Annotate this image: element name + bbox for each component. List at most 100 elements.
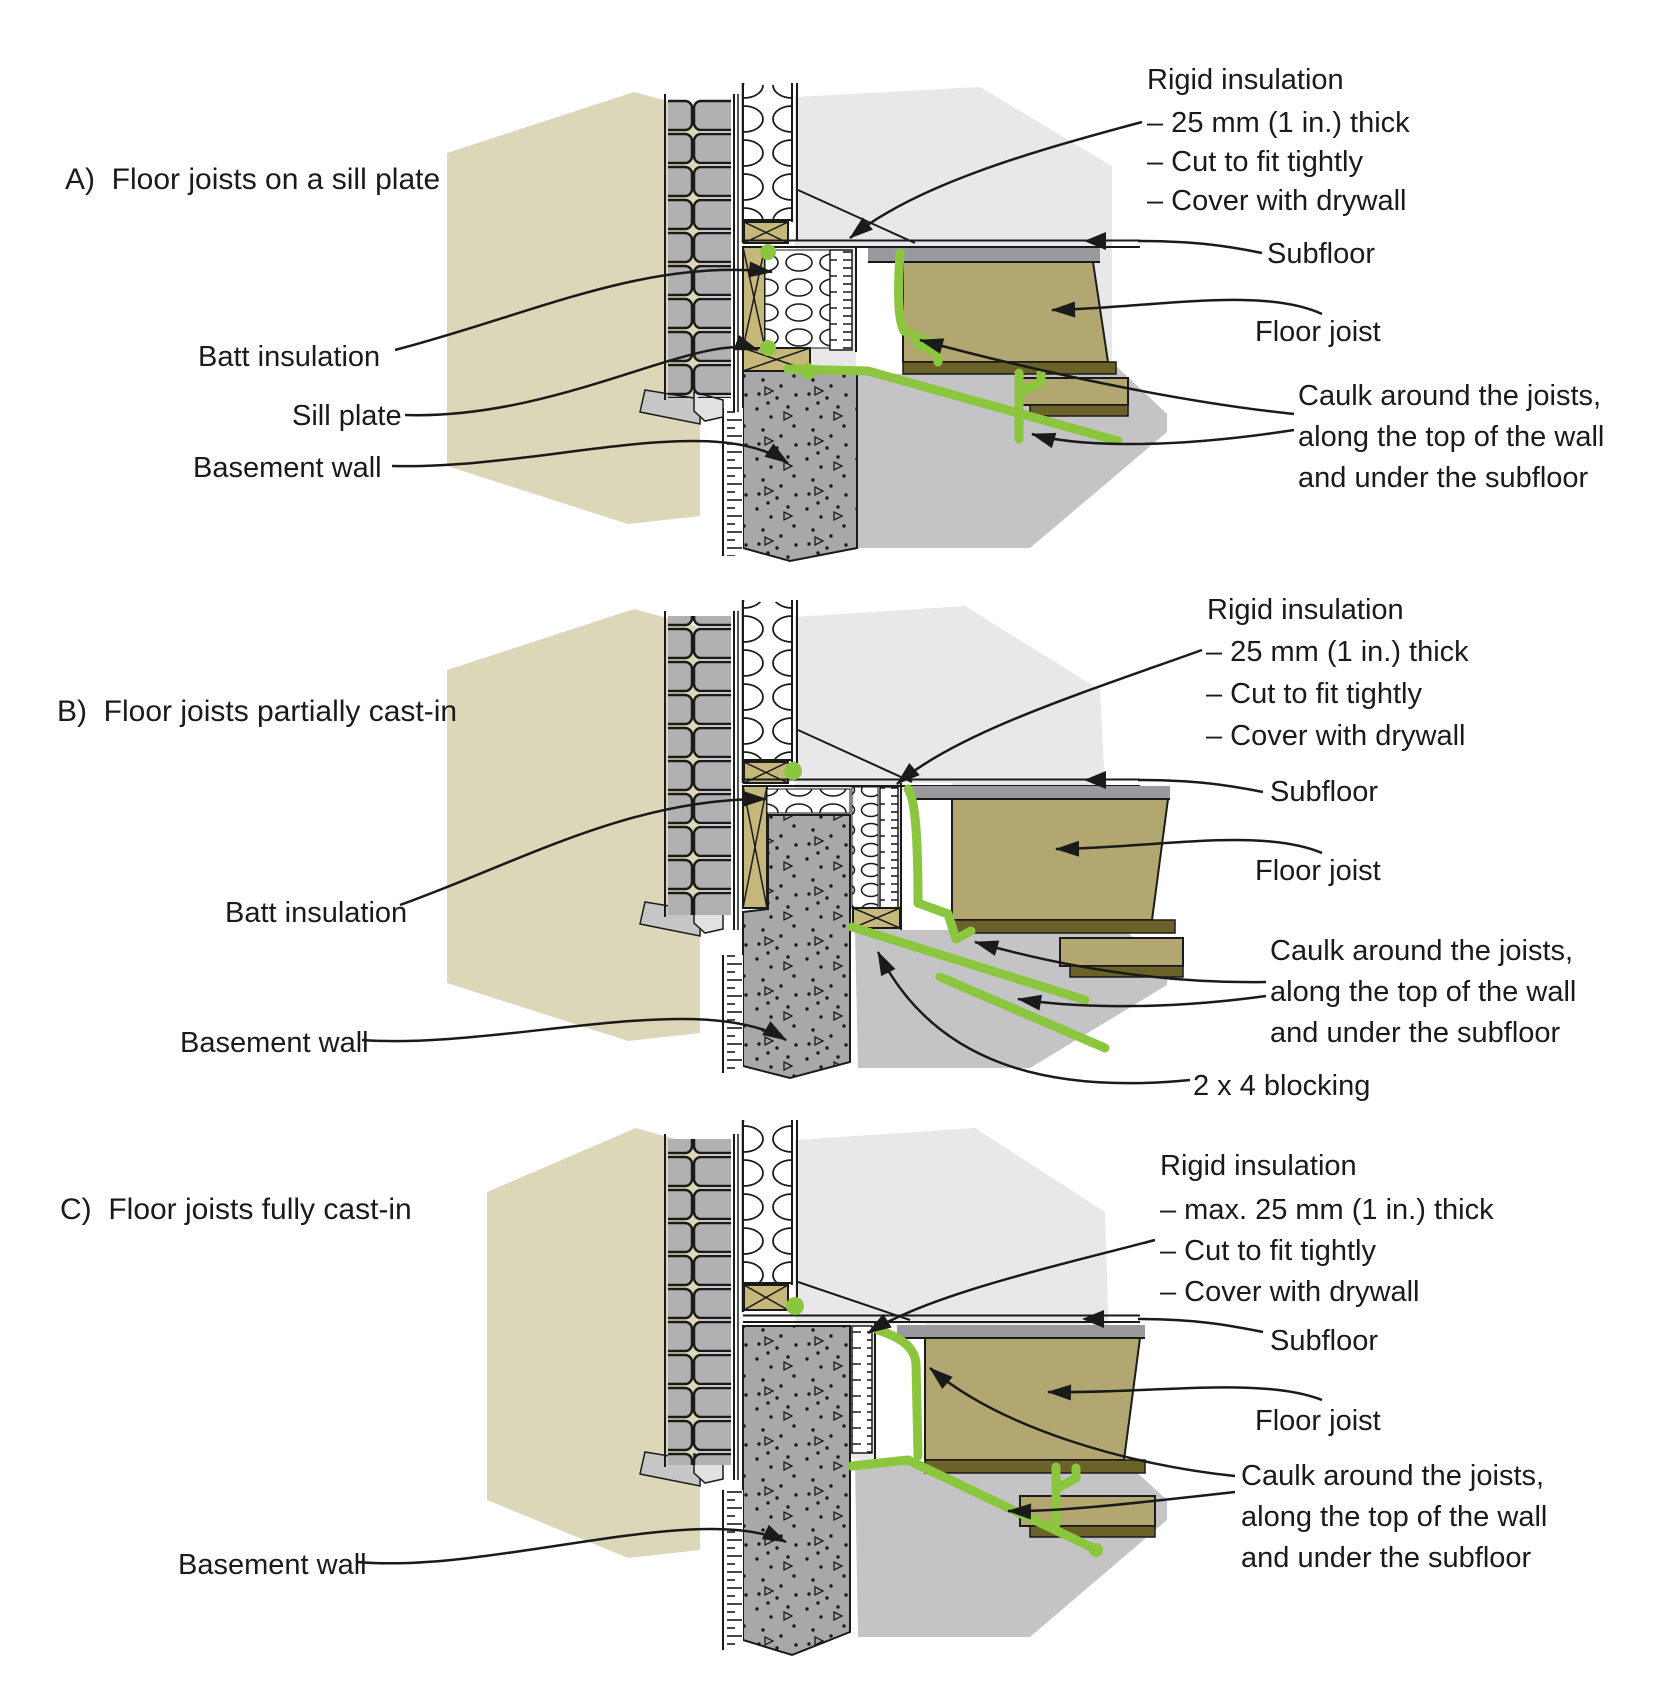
subfloor-leader [1137, 1317, 1264, 1334]
panel-c-caulk-note-2: along the top of the wall [1241, 1501, 1548, 1533]
interior-dark-shape [855, 1450, 1167, 1637]
leader-lines [391, 120, 1323, 468]
panel-a-caulk-note-1: Caulk around the joists, [1298, 380, 1602, 412]
subfloor-sheet [897, 1325, 1145, 1338]
panel-a-basement-wall-label: Basement wall [193, 452, 382, 484]
step-flashing [693, 391, 724, 422]
basement-wall-concrete [742, 814, 851, 1080]
rim-batt-insulation [764, 249, 831, 349]
panel-b-caulk-note-1: Caulk around the joists, [1270, 935, 1574, 967]
floor-joist-shape [924, 1337, 1142, 1461]
panel-b-title: B) Floor joists partially cast-in [57, 695, 458, 728]
ceiling-cut-line [797, 1281, 911, 1321]
leader-lines [357, 1238, 1323, 1565]
subfloor-arrow [1084, 771, 1106, 789]
subfloor-sheet [910, 786, 1170, 799]
panel-a-diagram [391, 83, 1323, 563]
leader-lines [361, 648, 1323, 1085]
panel-b-rigid-point-3: – Cover with drywall [1206, 720, 1466, 752]
panel-a-batt-insulation-label: Batt insulation [198, 341, 381, 373]
batt-insulation-leader [394, 261, 773, 352]
panel-b-batt-insulation-label: Batt insulation [225, 897, 408, 929]
wall-batt-insulation [744, 1122, 792, 1285]
subfloor-sheet [868, 248, 1100, 262]
panel-b-rigid-point-2: – Cut to fit tightly [1206, 678, 1422, 710]
parging-strip [723, 955, 743, 1073]
panel-c-caulk-note-3: and under the subfloor [1241, 1542, 1532, 1574]
panel-b-blocking-label: 2 x 4 blocking [1193, 1070, 1371, 1102]
panel-c-rigid-point-1: – max. 25 mm (1 in.) thick [1160, 1194, 1494, 1226]
rim-batt-insulation [851, 786, 879, 909]
rim-joist [742, 246, 766, 349]
panel-c-rigid-point-3: – Cover with drywall [1160, 1276, 1420, 1308]
ceiling-cut-line [797, 729, 913, 783]
parging-strip [723, 408, 743, 556]
panel-a-sill-plate-label: Sill plate [292, 400, 402, 432]
panel-b-rigid-point-1: – 25 mm (1 in.) thick [1206, 636, 1469, 668]
basement-wall-concrete [742, 1325, 851, 1657]
panel-c-floor-joist-label: Floor joist [1255, 1405, 1381, 1437]
sill-plate-leader [404, 334, 759, 417]
panel-b-rigid-insulation-title: Rigid insulation [1207, 594, 1404, 626]
brick-siding [668, 616, 731, 915]
blocking-leader [876, 951, 1191, 1085]
subfloor-leader [1137, 239, 1263, 255]
rigid-insulation-leader [896, 648, 1203, 785]
caulk-leader-2 [1017, 994, 1267, 1011]
panel-c-diagram [357, 1120, 1323, 1657]
panel-b-floor-joist-label: Floor joist [1255, 855, 1381, 887]
floor-joist-leader [1051, 298, 1323, 318]
panel-a-caulk-note-2: along the top of the wall [1298, 421, 1605, 453]
caulk-leader-1 [919, 338, 1295, 416]
panel-a-caulk-note-3: and under the subfloor [1298, 462, 1589, 494]
exterior-ground-shape [447, 609, 700, 1041]
caulk-leader-1 [974, 940, 1267, 984]
rigid-insulation-leader [867, 1238, 1156, 1335]
floor-joist-shape [951, 798, 1170, 921]
subfloor-arrow [1082, 1310, 1104, 1328]
panel-b-caulk-note-2: along the top of the wall [1270, 976, 1577, 1008]
caulk-bead [847, 784, 1110, 1053]
caulk-leader-1 [929, 1367, 1236, 1478]
subfloor-arrow [1084, 232, 1106, 250]
subfloor-leader [1137, 778, 1264, 794]
panel-b-caulk-note-3: and under the subfloor [1270, 1017, 1561, 1049]
rigid-insulation-board [829, 249, 853, 351]
caulk-leader-2 [1031, 428, 1295, 449]
panel-c-rigid-insulation-title: Rigid insulation [1160, 1150, 1357, 1182]
panel-a-floor-joist-label: Floor joist [1255, 316, 1381, 348]
exterior-ground-shape [487, 1128, 700, 1558]
panel-c-rigid-point-2: – Cut to fit tightly [1160, 1235, 1376, 1267]
basement-wall-concrete [742, 370, 858, 563]
ceiling-cut-line [797, 189, 916, 244]
panel-a-rigid-point-2: – Cut to fit tightly [1147, 146, 1363, 178]
exterior-ground-shape [447, 92, 700, 524]
wall-batt-insulation [744, 85, 792, 222]
panel-a-rigid-point-1: – 25 mm (1 in.) thick [1147, 107, 1410, 139]
wall-bottom-plate [743, 761, 789, 784]
top-batt-insulation [766, 788, 851, 814]
basement-wall-leader [357, 1524, 787, 1565]
panel-a-subfloor-label: Subfloor [1267, 238, 1376, 270]
parging-strip [723, 1490, 743, 1650]
panel-b-subfloor-label: Subfloor [1270, 776, 1379, 808]
batt-insulation-leader [399, 790, 767, 907]
rigid-insulation-board [879, 786, 899, 909]
panel-c-caulk-note-1: Caulk around the joists, [1241, 1460, 1545, 1492]
panel-c-subfloor-label: Subfloor [1270, 1325, 1379, 1357]
blocking-2x4 [852, 907, 901, 929]
wall-bottom-plate [743, 1284, 789, 1311]
panel-c-title: C) Floor joists fully cast-in [60, 1193, 412, 1226]
floor-joist-leader [1047, 1384, 1323, 1402]
basement-wall-leader [361, 1017, 787, 1043]
caulk-leader-2 [1007, 1490, 1236, 1520]
panel-c-basement-wall-label: Basement wall [178, 1549, 367, 1581]
panel-a-rigid-insulation-title: Rigid insulation [1147, 64, 1344, 96]
panel-a-rigid-point-3: – Cover with drywall [1147, 185, 1407, 217]
wall-batt-insulation [744, 602, 792, 762]
basement-wall-leader [391, 439, 789, 468]
rim-stud [742, 785, 768, 909]
rigid-insulation-leader [849, 120, 1143, 239]
